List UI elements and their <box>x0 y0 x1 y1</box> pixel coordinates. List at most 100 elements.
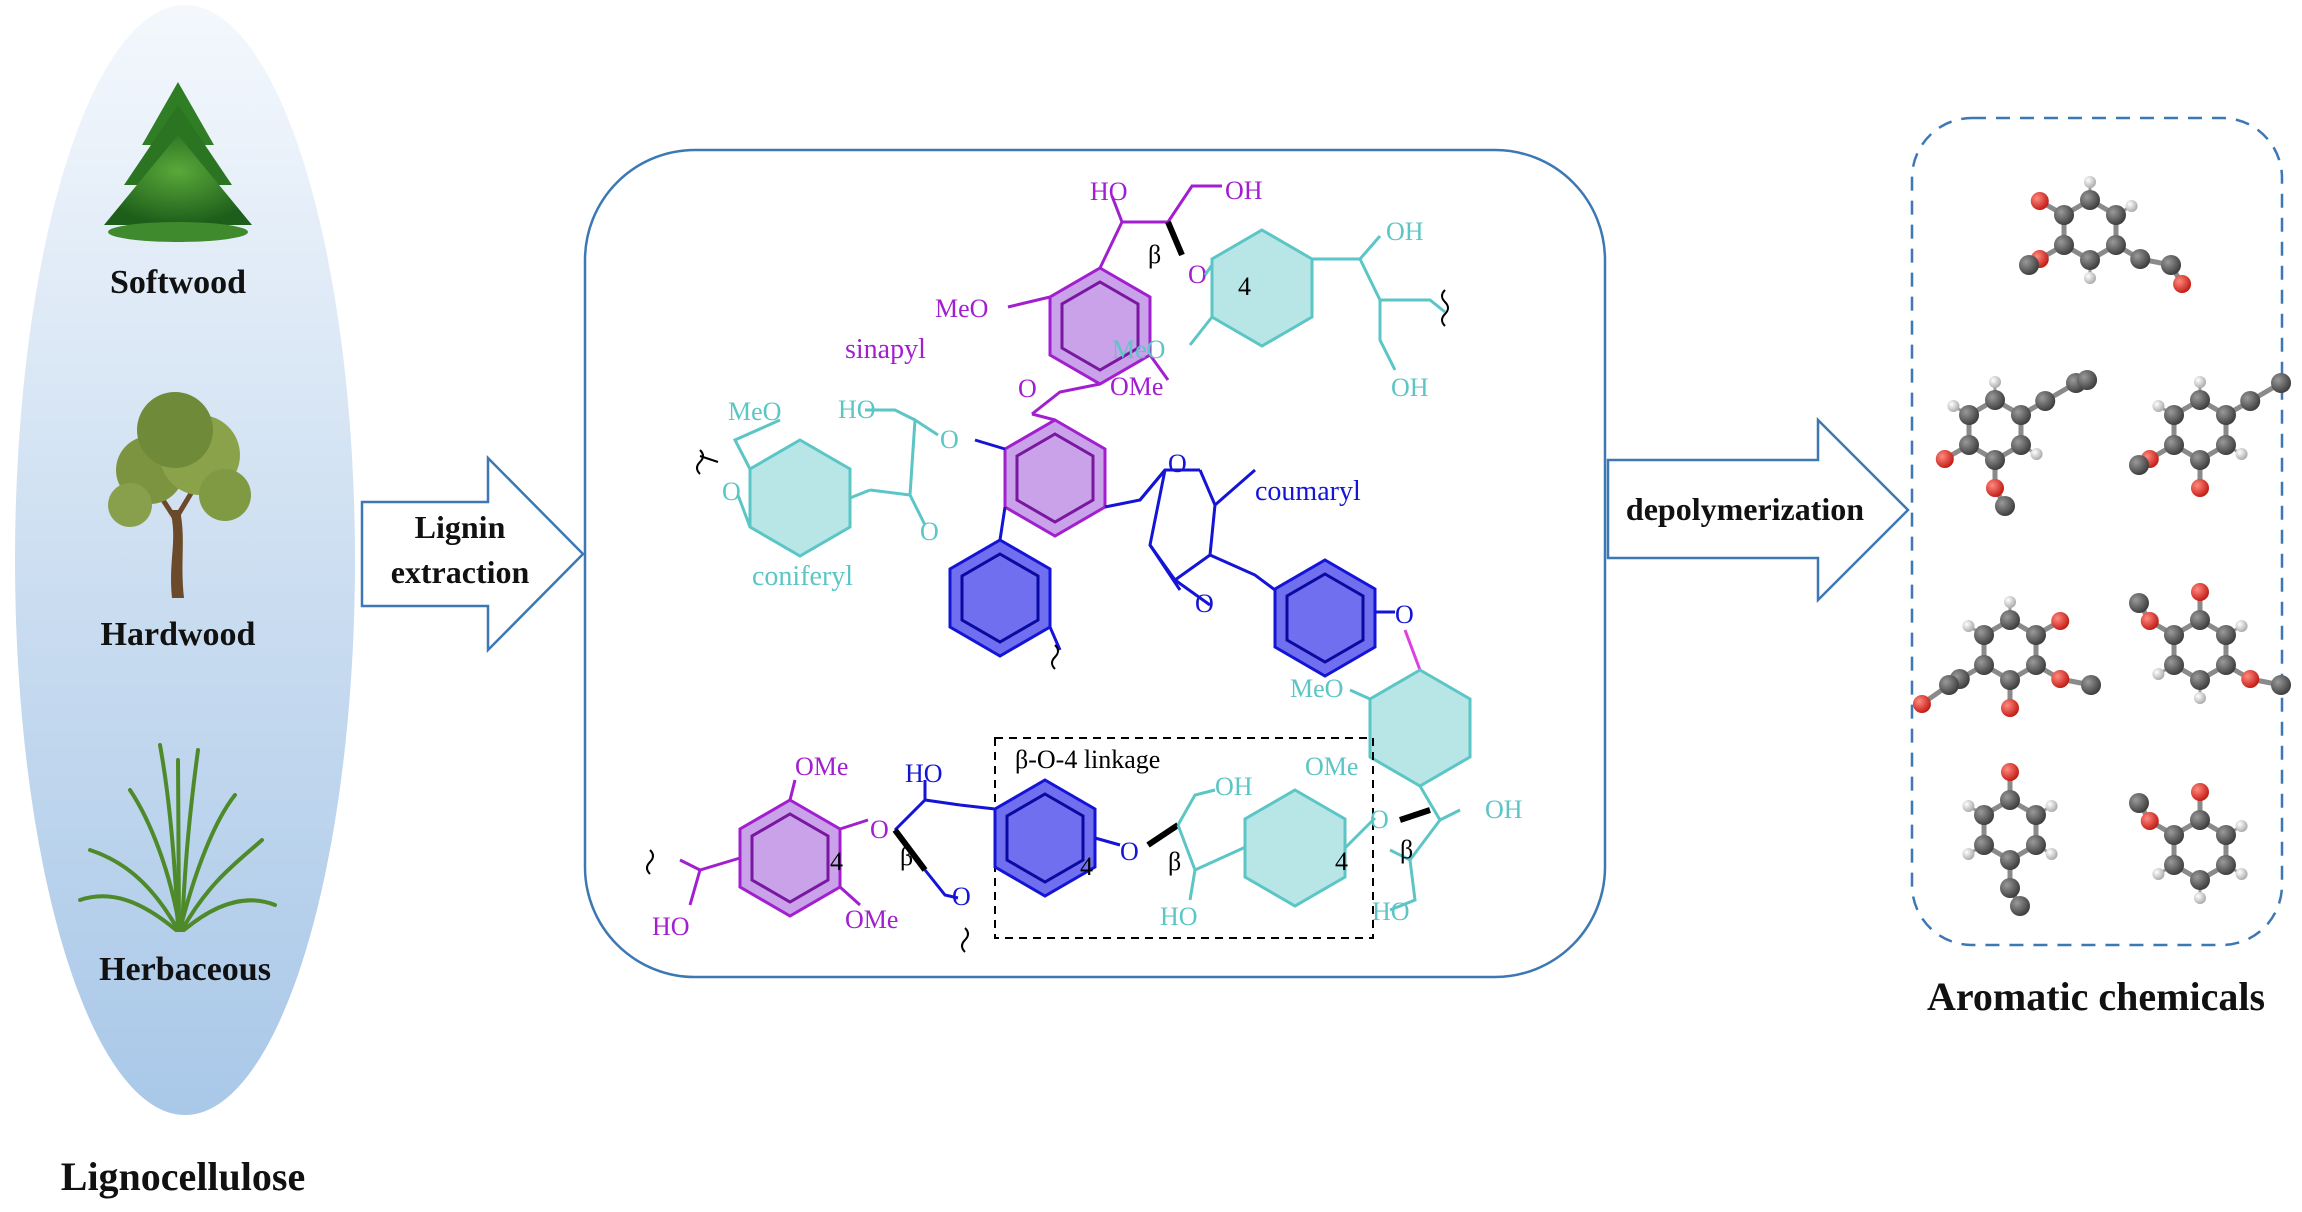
oxygen-atom <box>2001 699 2019 717</box>
oxygen-atom <box>2051 612 2070 630</box>
carbon-atom <box>2128 793 2149 813</box>
grass-icon <box>78 743 277 932</box>
hydrogen-atom <box>2235 448 2248 460</box>
oxygen-atom <box>2191 783 2209 801</box>
carbon-atom <box>2215 405 2236 425</box>
carbon-atom <box>1974 835 1995 855</box>
atom-meo-3: MeO <box>728 397 781 426</box>
hydrogen-atom <box>2194 692 2206 704</box>
carbon-atom <box>2000 670 2020 690</box>
carbon-atom <box>2010 405 2031 425</box>
carbon-atom <box>2035 391 2056 411</box>
hydrogen-atom <box>2125 200 2138 212</box>
lignin-extraction-arrow: Lignin extraction <box>360 454 585 654</box>
molecule-model-6 <box>1962 763 2058 916</box>
atom-oh-2: OH <box>1386 217 1424 246</box>
hydrogen-atom <box>2152 400 2165 412</box>
atom-meo-2: MeO <box>1112 335 1165 364</box>
molecule-model-4 <box>1912 596 2102 717</box>
atom-o-8: O <box>1395 600 1414 629</box>
atom-o-12: O <box>1370 805 1389 834</box>
carbon-atom <box>1985 390 2005 410</box>
carbon-atom <box>2077 370 2098 390</box>
oxygen-atom <box>2051 670 2070 688</box>
atom-o-10: O <box>952 882 971 911</box>
sinapyl-label: sinapyl <box>845 334 926 365</box>
molecule-model-3 <box>2128 373 2292 497</box>
carbon-atom <box>2190 610 2210 630</box>
linkage-label: β-O-4 linkage <box>1015 745 1160 774</box>
carbon-atom <box>1974 805 1995 825</box>
atom-oh-1: OH <box>1225 176 1263 205</box>
hydrogen-atom <box>2194 376 2206 388</box>
atom-ome-4: OMe <box>1305 752 1358 781</box>
atom-ho-3: HO <box>1372 897 1410 926</box>
oxygen-atom <box>2030 192 2049 210</box>
products-box <box>1910 116 2284 947</box>
softwood-label: Softwood <box>110 264 246 301</box>
carbon-atom <box>2190 670 2210 690</box>
atom-o-3: O <box>940 425 959 454</box>
hydrogen-atom <box>2235 620 2248 632</box>
hydrogen-atom <box>2084 272 2096 284</box>
atom-ho-2: HO <box>838 395 876 424</box>
atom-o-1: O <box>1188 260 1207 289</box>
hydrogen-atom <box>2194 892 2206 904</box>
carbon-atom <box>1974 625 1995 645</box>
arrow-label-line2: extraction <box>391 554 530 590</box>
carbon-atom <box>2271 373 2292 393</box>
coumaryl-left-ring <box>948 538 1052 658</box>
atom-4-4: 4 <box>1335 847 1348 876</box>
atom-4-3: 4 <box>1080 852 1093 881</box>
atom-o-6: O <box>1168 449 1187 478</box>
carbon-atom <box>2010 896 2030 916</box>
resinol-bicycle <box>1138 468 1276 607</box>
carbon-atom <box>2190 450 2210 470</box>
molecule-models <box>1912 176 2292 916</box>
carbon-atom <box>2010 435 2031 455</box>
lignocellulose-title: Lignocellulose <box>61 1154 305 1199</box>
oxygen-atom <box>1912 695 1931 713</box>
hydrogen-atom <box>2045 848 2058 860</box>
source-oval <box>15 5 355 1115</box>
carbon-atom <box>2164 435 2185 455</box>
atom-4-1: 4 <box>1238 272 1251 301</box>
carbon-atom <box>2128 593 2149 613</box>
carbon-atom <box>2164 625 2185 645</box>
carbon-atom <box>1974 655 1995 675</box>
atom-o-11: O <box>1120 837 1139 866</box>
hydrogen-atom <box>1989 376 2001 388</box>
atom-o-2: O <box>1018 374 1037 403</box>
carbon-atom <box>2000 878 2020 898</box>
atom-ome-1: OMe <box>1110 372 1163 401</box>
atom-meo-4: MeO <box>1290 674 1343 703</box>
atom-ho-6: HO <box>1160 902 1198 931</box>
carbon-atom <box>2190 810 2210 830</box>
carbon-atom <box>2025 805 2046 825</box>
carbon-atom <box>2130 249 2151 269</box>
atom-o-5: O <box>722 477 741 506</box>
carbon-atom <box>2164 825 2185 845</box>
carbon-atom <box>2000 610 2020 630</box>
atom-4-2: 4 <box>830 847 843 876</box>
carbon-atom <box>2000 850 2020 870</box>
depolymerization-label: depolymerization <box>1626 491 1864 527</box>
carbon-atom <box>2025 655 2046 675</box>
oxygen-atom <box>1935 450 1954 468</box>
carbon-atom <box>2018 255 2039 275</box>
carbon-atom <box>2000 790 2020 810</box>
hydrogen-atom <box>2004 596 2016 608</box>
hardwood-label: Hardwood <box>101 616 256 653</box>
carbon-atom <box>2215 825 2236 845</box>
lignocellulose-panel: Softwood Hardwood Herbaceous Lignocellul… <box>15 5 355 1199</box>
hydrogen-atom <box>1962 800 1975 812</box>
hydrogen-atom <box>1947 400 1960 412</box>
oxygen-atom <box>2140 612 2159 630</box>
oxygen-atom <box>2140 812 2159 830</box>
carbon-atom <box>1959 435 1980 455</box>
oxygen-atom <box>2001 763 2019 781</box>
molecule-model-5 <box>2128 583 2292 704</box>
lignin-structure: HO OH MeO OMe sinapyl β O 4 OH OH MeO <box>646 176 1523 953</box>
carbon-atom <box>2215 855 2236 875</box>
